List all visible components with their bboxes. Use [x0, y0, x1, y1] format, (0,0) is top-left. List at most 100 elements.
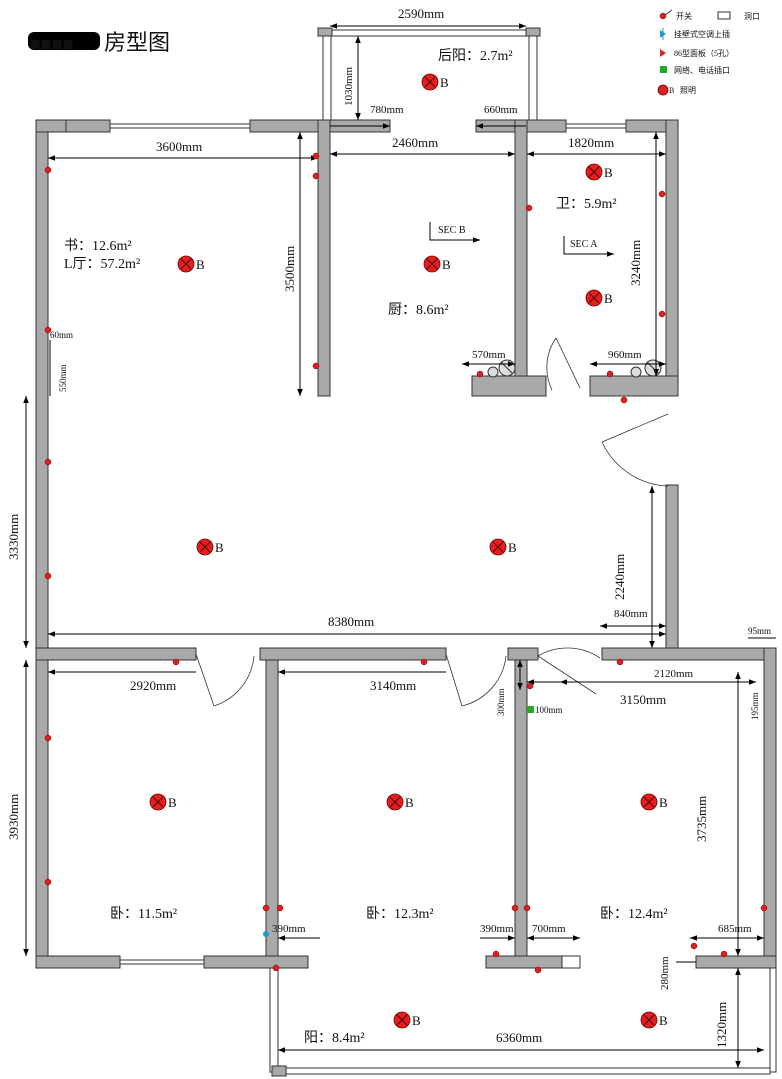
switch-icon	[476, 370, 484, 378]
dimension-labels: 2590mm 1030mm 780mm 660mm 3600mm 2460mm …	[6, 6, 771, 1048]
dimension-lines	[23, 23, 776, 1068]
switch-icon	[534, 966, 542, 974]
switch-icon	[312, 362, 320, 370]
light-icon	[640, 1011, 658, 1029]
dim-label: 8380mm	[328, 614, 374, 629]
light-icon	[393, 1011, 411, 1029]
switch-icon	[526, 682, 534, 690]
dim-label: 1030mm	[343, 66, 355, 106]
light-icons	[149, 73, 658, 1029]
switch-icon	[420, 658, 428, 666]
switch-icon	[44, 326, 52, 334]
light-icon	[196, 538, 214, 556]
dim-label: 195mm	[750, 692, 760, 720]
title-redacted: ■■■■	[30, 34, 74, 54]
light-icon	[423, 255, 441, 273]
room-kitchen: 厨：8.6m²	[388, 303, 449, 318]
dim-label: 660mm	[484, 104, 518, 116]
dim-label: 700mm	[532, 923, 566, 935]
switch-icon	[658, 190, 666, 198]
dim-label: 2240mm	[612, 554, 627, 600]
back-balcony-rail	[317, 27, 541, 123]
switch-icons	[44, 152, 768, 974]
light-icon	[386, 793, 404, 811]
dim-label: 840mm	[614, 608, 648, 620]
dim-label: 3600mm	[156, 139, 202, 154]
walls	[35, 119, 777, 1077]
legend-ac: 挂壁式空调上插	[674, 29, 730, 39]
ac-socket-icon	[263, 931, 269, 937]
dim-label: 390mm	[272, 923, 306, 935]
switch-icon	[720, 950, 728, 958]
page-title: 房型图	[104, 30, 170, 55]
dim-label: 3140mm	[370, 678, 416, 693]
legend-opening: 洞口	[744, 11, 760, 21]
title: ■■■■ 房型图	[28, 30, 170, 55]
light-icon	[149, 793, 167, 811]
redacted-title-block	[28, 32, 100, 50]
switch-icon	[312, 152, 320, 160]
room-front-balcony: 阳：8.4m²	[304, 1030, 365, 1046]
switch-icon	[276, 904, 284, 912]
light-label: B	[440, 75, 449, 90]
dim-label: 3735mm	[694, 796, 709, 842]
switch-icon	[262, 904, 270, 912]
section-markers: SEC B SEC A	[429, 222, 614, 257]
light-label: B	[412, 1013, 421, 1028]
switch-icon	[659, 12, 667, 20]
switch-icon	[172, 658, 180, 666]
light-label: B	[604, 165, 613, 180]
socket-86-icon	[660, 49, 666, 57]
switch-icon	[606, 370, 614, 378]
light-label: B	[168, 795, 177, 810]
light-label: B	[604, 291, 613, 306]
light-label: B	[508, 540, 517, 555]
light-icon	[657, 84, 669, 96]
legend-light: 照明	[680, 86, 696, 95]
dim-label: 2120mm	[654, 668, 694, 680]
light-label: B	[196, 257, 205, 272]
light-label: B	[405, 795, 414, 810]
dim-label: 3500mm	[282, 246, 297, 292]
legend: 开关 洞口 挂壁式空调上插 86型面板（5孔） 网络、电话插口 B 照明	[657, 9, 760, 96]
light-label: B	[442, 257, 451, 272]
dim-label: 2460mm	[392, 135, 438, 150]
switch-icon	[492, 950, 500, 958]
opening-icon	[717, 11, 731, 20]
light-icon	[421, 73, 439, 91]
legend-network: 网络、电话插口	[674, 65, 730, 75]
legend-socket86: 86型面板（5孔）	[674, 48, 734, 58]
dim-label: 390mm	[480, 923, 514, 935]
dim-label: 780mm	[370, 104, 404, 116]
dim-label: 3240mm	[628, 240, 643, 286]
light-label: B	[215, 540, 224, 555]
dim-label: 3150mm	[620, 692, 666, 707]
section-a-label: SEC A	[570, 239, 598, 250]
light-icon	[585, 163, 603, 181]
section-b-label: SEC B	[438, 225, 466, 236]
section-a-arrow	[563, 236, 614, 257]
network-icon	[527, 706, 534, 713]
dim-label: 550mm	[58, 364, 68, 392]
dim-label: 6360mm	[496, 1030, 542, 1045]
dim-label: 3930mm	[6, 794, 21, 840]
doors	[195, 337, 669, 707]
light-icon	[640, 793, 658, 811]
room-bed2: 卧：12.3m²	[366, 906, 434, 922]
room-bed3: 卧：12.4m²	[600, 906, 668, 922]
network-icon	[660, 66, 667, 73]
dim-label: 2590mm	[398, 6, 444, 21]
light-labels: B B B B B B B B B B B B	[168, 75, 668, 1028]
room-bath: 卫：5.9m²	[556, 197, 617, 212]
switch-icon	[312, 172, 320, 180]
switch-icon	[44, 734, 52, 742]
room-back-balcony: 后阳：2.7m²	[438, 48, 513, 64]
dim-label: 960mm	[608, 349, 642, 361]
light-icon	[489, 538, 507, 556]
room-study: 书：12.6m²	[64, 238, 132, 254]
dim-label: 60mm	[50, 330, 73, 340]
dim-label: 570mm	[472, 349, 506, 361]
switch-icon	[44, 878, 52, 886]
dim-label: 1320mm	[714, 1002, 729, 1048]
